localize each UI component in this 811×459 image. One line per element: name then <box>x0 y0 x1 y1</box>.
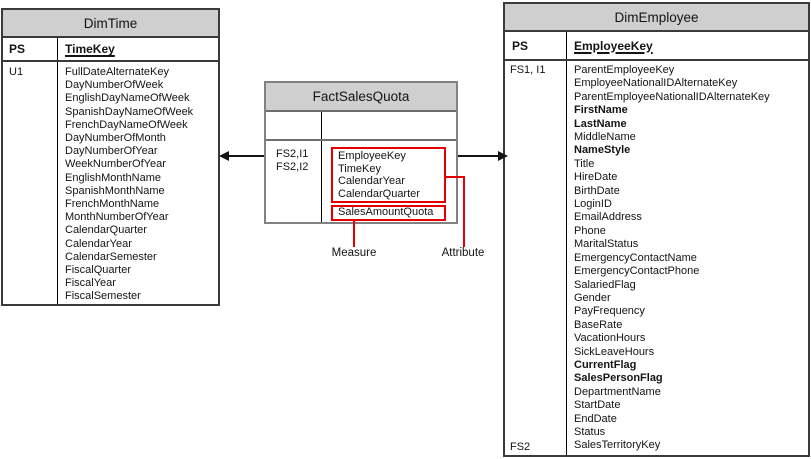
measure-label: Measure <box>331 247 377 259</box>
field-item: DayNumberOfMonth <box>65 132 166 145</box>
field-item: PayFrequency <box>574 305 645 318</box>
field-item: EmergencyContactName <box>574 251 697 264</box>
attribute-callout-line-horizontal <box>446 176 465 178</box>
dimtime-table: DimTime PS TimeKey U1 FullDateAlternateK… <box>1 8 220 306</box>
factsalesquota-title: FactSalesQuota <box>312 89 410 104</box>
field-item: CalendarQuarter <box>65 224 147 237</box>
attribute-label: Attribute <box>441 247 485 259</box>
dimemployee-header: DimEmployee <box>505 4 808 32</box>
measure-field: SalesAmountQuota <box>338 206 434 219</box>
field-item: MaritalStatus <box>574 238 639 251</box>
field-item: DayNumberOfYear <box>65 145 158 158</box>
dimemployee-title: DimEmployee <box>614 9 699 25</box>
factsalesquota-table: FactSalesQuota FS2,I1 FS2,I2 EmployeeKey… <box>264 81 458 224</box>
field-item: FiscalQuarter <box>65 264 132 277</box>
factsalesquota-key-name <box>322 112 456 139</box>
field-item: CalendarQuarter <box>338 187 420 200</box>
dimtime-key-name: TimeKey <box>65 42 115 56</box>
field-item: BirthDate <box>574 184 620 197</box>
field-item: FiscalSemester <box>65 290 141 303</box>
dimtime-constraint-u1: U1 <box>9 66 24 78</box>
dimemployee-constraint-top: FS1, I1 <box>510 64 546 76</box>
field-item: MonthNumberOfYear <box>65 211 169 224</box>
field-item: EmployeeKey <box>338 150 406 162</box>
field-item: FrenchDayNameOfWeek <box>65 118 188 131</box>
dimemployee-key-constraint: PS <box>505 32 567 59</box>
field-item: Phone <box>574 224 606 237</box>
dimemployee-constraint-bottom: FS2 <box>510 440 531 453</box>
field-item: Gender <box>574 291 611 304</box>
measure-highlight-box: SalesAmountQuota <box>331 205 446 222</box>
field-item: Status <box>574 425 606 438</box>
field-item: LoginID <box>574 198 612 211</box>
dimemployee-key-row: PS EmployeeKey <box>505 32 808 61</box>
field-item: SalesPersonFlag <box>574 372 663 385</box>
field-item: FrenchMonthName <box>65 198 160 211</box>
field-item: CalendarSemester <box>65 250 157 263</box>
field-item: MiddleName <box>574 131 636 144</box>
field-item: StartDate <box>574 399 621 412</box>
factsalesquota-key-row <box>266 112 456 141</box>
factsalesquota-constraint-column: FS2,I1 FS2,I2 <box>266 141 322 222</box>
dimtime-primary-key: TimeKey <box>58 38 218 60</box>
field-item: VacationHours <box>574 332 646 345</box>
dimemployee-key-name: EmployeeKey <box>574 38 653 53</box>
field-item: CurrentFlag <box>574 358 637 371</box>
field-item: WeekNumberOfYear <box>65 158 166 171</box>
field-item: TimeKey <box>338 162 381 175</box>
attribute-callout-line-vertical <box>463 176 465 247</box>
field-item: CalendarYear <box>65 237 132 250</box>
field-item: SpanishMonthName <box>65 184 165 197</box>
field-item: Title <box>574 157 595 170</box>
dimtime-title: DimTime <box>83 15 138 31</box>
field-item: EnglishMonthName <box>65 171 161 184</box>
field-item: EmployeeNationalIDAlternateKey <box>574 77 738 90</box>
arrow-left-icon <box>219 151 229 161</box>
dimtime-constraint-column: U1 <box>3 62 58 304</box>
field-item: EmergencyContactPhone <box>574 265 700 278</box>
field-item: ParentEmployeeNationalIDAlternateKey <box>574 90 770 103</box>
field-item: FullDateAlternateKey <box>65 66 169 78</box>
field-item: SpanishDayNameOfWeek <box>65 105 194 118</box>
field-item: HireDate <box>574 171 618 184</box>
relationship-line-dimtime <box>227 155 264 157</box>
factsalesquota-constraint-1: FS2,I1 <box>276 148 309 160</box>
field-item: ParentEmployeeKey <box>574 64 675 76</box>
dimemployee-primary-key: EmployeeKey <box>567 32 808 59</box>
field-item: BaseRate <box>574 318 623 331</box>
field-item: EnglishDayNameOfWeek <box>65 92 190 105</box>
field-item: LastName <box>574 117 627 130</box>
field-item: SickLeaveHours <box>574 345 655 358</box>
dimtime-key-row: PS TimeKey <box>3 38 218 62</box>
arrow-right-icon <box>498 151 508 161</box>
measure-callout-line <box>353 220 355 247</box>
field-item: CalendarYear <box>338 175 405 188</box>
dimemployee-constraint-column: FS1, I1 FS2 <box>505 61 567 455</box>
field-item: FirstName <box>574 104 628 117</box>
field-item: SalesTerritoryKey <box>574 439 661 452</box>
field-item: NameStyle <box>574 144 631 157</box>
dimtime-key-constraint: PS <box>3 38 58 60</box>
field-item: EmailAddress <box>574 211 642 224</box>
relationship-line-dimemployee <box>458 155 498 157</box>
field-item: EndDate <box>574 412 617 425</box>
field-item: DepartmentName <box>574 385 661 398</box>
dimtime-header: DimTime <box>3 10 218 38</box>
field-item: SalariedFlag <box>574 278 636 291</box>
dimemployee-table: DimEmployee PS EmployeeKey FS1, I1 FS2 P… <box>503 2 810 457</box>
factsalesquota-constraint-2: FS2,I2 <box>276 161 309 174</box>
factsalesquota-key-constraint <box>266 112 322 139</box>
field-item: DayNumberOfWeek <box>65 79 164 92</box>
field-item: FiscalYear <box>65 277 116 290</box>
factsalesquota-header: FactSalesQuota <box>266 83 456 112</box>
